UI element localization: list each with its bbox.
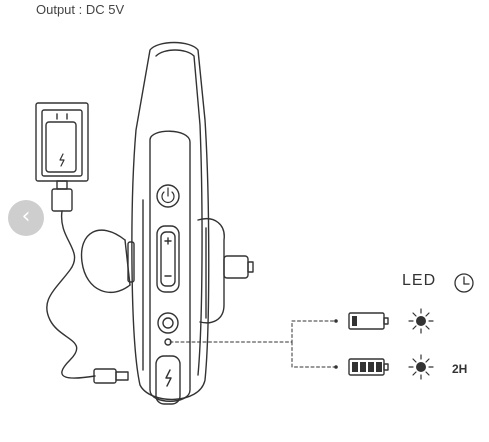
chevron-left-icon: ‹ [8, 200, 44, 236]
led-title: LED [402, 272, 436, 290]
battery-low-icon [349, 313, 388, 329]
back-nav-button[interactable]: ‹ [8, 200, 44, 236]
wall-adapter [36, 103, 88, 181]
leader-dot [334, 319, 338, 323]
clock-icon [455, 274, 473, 292]
leader-dot [334, 365, 338, 369]
battery-full-icon [349, 359, 388, 375]
led-blink-icon [409, 309, 433, 333]
charge-duration-label: 2H [452, 362, 467, 376]
led-blink-icon [409, 355, 433, 379]
usb-cable [47, 181, 128, 383]
device-body [82, 43, 253, 405]
indicator-leaders [170, 321, 336, 367]
